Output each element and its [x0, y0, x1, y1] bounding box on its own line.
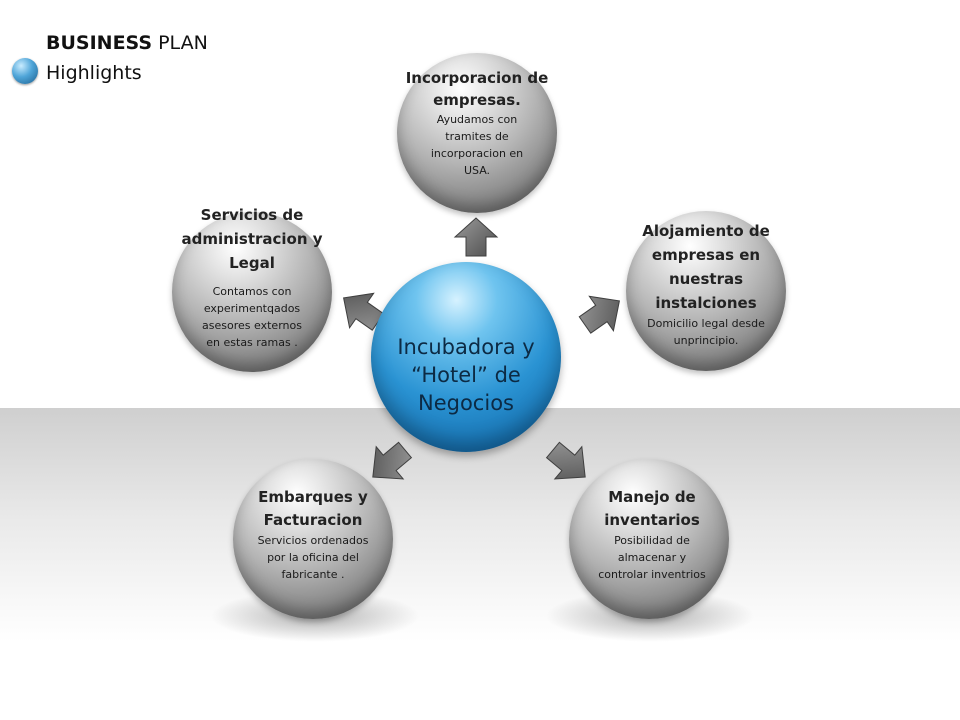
- node-alojamiento: [626, 211, 786, 371]
- node-incorporacion-label: Incorporacion de empresas. Ayudamos con …: [405, 67, 549, 179]
- arrow-downleft-icon: [372, 441, 413, 480]
- arrow-downright-icon: [545, 441, 586, 480]
- floor-gradient-band: [0, 408, 960, 720]
- bullet-icon: [12, 58, 38, 84]
- node-incorporacion: [397, 53, 557, 213]
- node-inventarios-title: Manejo de inventarios: [604, 488, 700, 529]
- node-servicios-legal-desc: Contamos con experimentqados asesores ex…: [202, 285, 302, 349]
- center-title: Incubadora y “Hotel” de Negocios: [397, 335, 535, 415]
- node-embarques: [233, 459, 393, 619]
- node-servicios-legal-label: Servicios de administracion y Legal Cont…: [180, 203, 324, 351]
- header-bold-text: BUSINESS: [46, 32, 153, 54]
- node-incorporacion-title: Incorporacion de empresas.: [405, 69, 549, 109]
- arrow-up-icon: [453, 217, 499, 257]
- header-line-1: BUSINESS PLAN: [46, 28, 208, 58]
- node-alojamiento-desc: Domicilio legal desde unprincipio.: [647, 317, 765, 347]
- node-embarques-desc: Servicios ordenados por la oficina del f…: [257, 534, 369, 581]
- node-alojamiento-title: Alojamiento de empresas en nuestras inst…: [642, 222, 770, 312]
- node-servicios-legal: [172, 212, 332, 372]
- node-embarques-title: Embarques y Facturacion: [258, 488, 368, 529]
- center-sphere: [371, 262, 561, 452]
- node-inventarios-desc: Posibilidad de almacenar y controlar inv…: [598, 534, 706, 581]
- node-inventarios-label: Manejo de inventarios Posibilidad de alm…: [577, 486, 727, 583]
- arrow-upright-icon: [578, 295, 620, 334]
- node-alojamiento-label: Alojamiento de empresas en nuestras inst…: [636, 219, 776, 349]
- node-embarques-label: Embarques y Facturacion Servicios ordena…: [241, 486, 385, 583]
- header-line-2: Highlights: [46, 62, 142, 84]
- node-incorporacion-desc: Ayudamos con tramites de incorporacion e…: [430, 113, 524, 177]
- header-rest-text: PLAN: [152, 32, 208, 54]
- slide-header: BUSINESS PLAN Highlights: [46, 28, 208, 88]
- node-servicios-legal-title: Servicios de administracion y Legal: [181, 206, 323, 272]
- node-inventarios: [569, 459, 729, 619]
